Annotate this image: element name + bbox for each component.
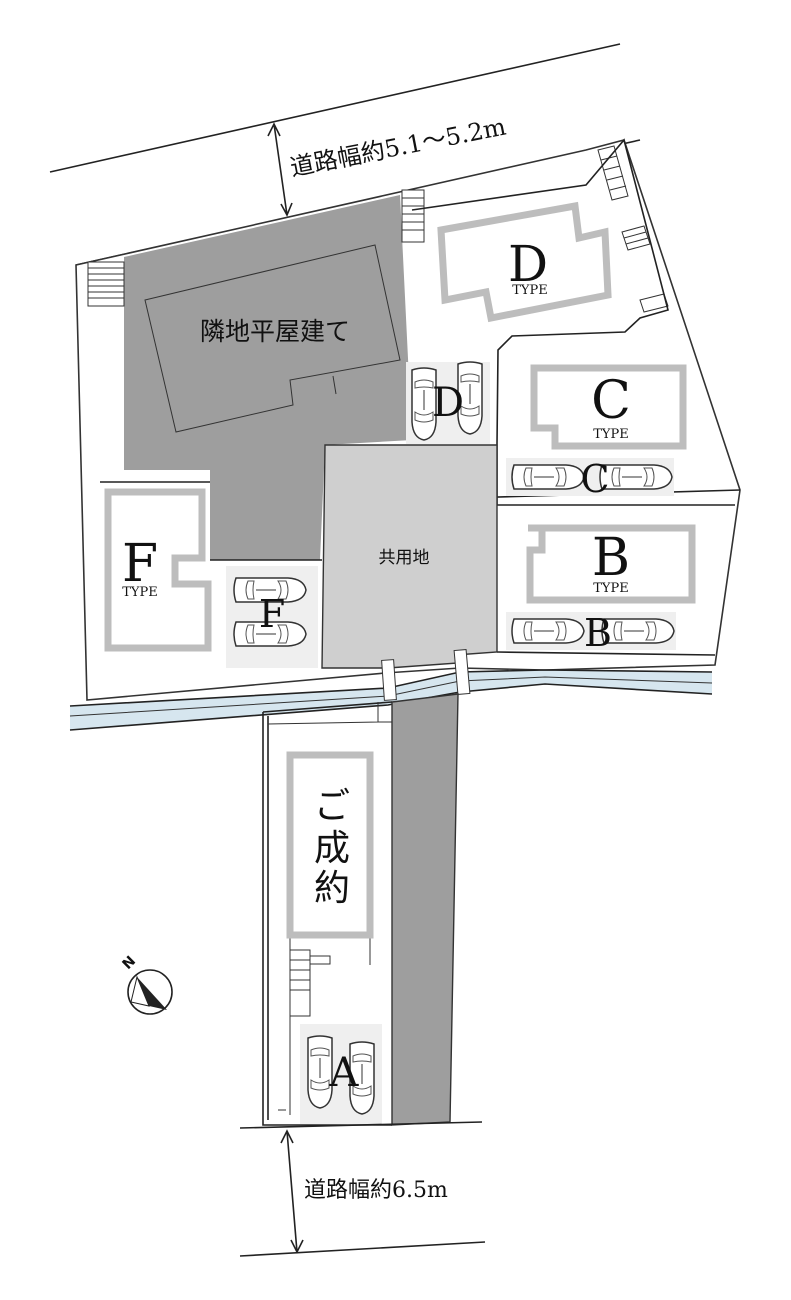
parking-f: F [226,566,318,668]
sold-char-3: 約 [314,868,350,909]
neighbor-parcel [124,195,412,560]
lot-c-letter: C [591,371,631,431]
north-letter: N [120,953,140,973]
lot-b-bottom [496,651,716,656]
parking-b-letter: B [584,611,612,655]
lot-d-boundary [411,138,669,446]
lot-c-type: TYPE [593,427,629,442]
parking-d-letter: D [432,380,464,426]
lot-f-type: TYPE [122,585,158,600]
house-b [526,524,696,604]
south-road-lot-edge [239,1121,483,1129]
common-land-label: 共用地 [379,548,430,568]
lot-b-type: TYPE [593,581,629,596]
access-road-shared [391,693,459,1126]
water-channel [69,649,713,731]
north-road-width-label: 道路幅約5.1～5.2m [288,113,509,182]
neighbor-label: 隣地平屋建て [200,317,350,346]
stairs-west [87,261,125,307]
lot-a-inner-lines [267,702,392,1115]
north-road-width-arrow [267,122,293,217]
lot-b-letter: B [592,528,630,588]
parking-c: C [506,457,674,501]
lot-f-letter: F [122,534,158,594]
lot-d-type: TYPE [512,283,548,298]
stairs-north [401,189,425,243]
south-road-edge [239,1241,486,1257]
parking-a: A [300,1024,382,1124]
lot-d-letter: D [508,235,548,293]
house-f [104,488,212,652]
house-d [437,201,612,323]
lot-a-porch [289,949,331,1017]
south-road-width-label: 道路幅約6.5m [304,1178,448,1203]
parking-f-letter: F [259,592,285,636]
sold-char-2: 成 [314,828,350,869]
parking-d: D [406,361,490,444]
north-arrow-icon: N [120,953,173,1015]
parking-c-letter: C [580,457,609,501]
lot-f-boundary [100,481,322,561]
parking-a-letter: A [329,1050,360,1096]
parking-b: B [506,611,676,655]
house-c [530,364,687,450]
sold-house [286,751,374,939]
sold-char-1: ご [314,786,350,827]
neighbor-house-outline [144,244,401,433]
north-road-edge [49,43,621,173]
neighbor-mark [332,375,337,395]
south-road-width-arrow [280,1129,304,1254]
